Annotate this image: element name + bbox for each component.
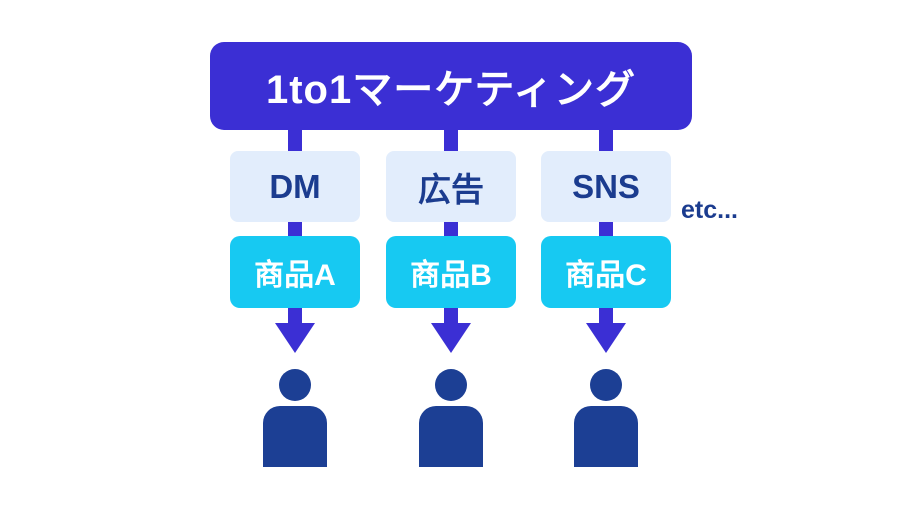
channel-label: SNS	[572, 167, 640, 205]
diagram-title: 1to1マーケティング	[265, 68, 637, 112]
channel-box-ad: 広告	[386, 151, 516, 222]
channel-box-sns: SNS	[541, 151, 671, 222]
person-body	[574, 406, 638, 467]
down-arrow-icon	[431, 308, 471, 353]
person-body	[263, 406, 327, 467]
person-icon	[230, 369, 360, 467]
person-head	[590, 369, 622, 401]
header-box: 1to1マーケティング	[210, 42, 692, 130]
product-label: 商品A	[254, 259, 336, 292]
product-box-a: 商品A	[230, 236, 360, 308]
person-head	[279, 369, 311, 401]
channel-label: 広告	[418, 170, 484, 208]
column-sns: SNS 商品C	[541, 130, 671, 467]
down-arrow-icon	[586, 308, 626, 353]
etc-label: etc...	[681, 196, 738, 224]
product-label: 商品B	[410, 259, 492, 292]
product-box-b: 商品B	[386, 236, 516, 308]
product-label: 商品C	[565, 259, 647, 292]
channel-box-dm: DM	[230, 151, 360, 222]
person-icon	[541, 369, 671, 467]
channel-label: DM	[269, 167, 321, 205]
down-arrow-icon	[275, 308, 315, 353]
product-box-c: 商品C	[541, 236, 671, 308]
person-body	[419, 406, 483, 467]
person-icon	[386, 369, 516, 467]
column-ad: 広告 商品B	[386, 130, 516, 467]
column-dm: DM 商品A	[230, 130, 360, 467]
person-head	[435, 369, 467, 401]
